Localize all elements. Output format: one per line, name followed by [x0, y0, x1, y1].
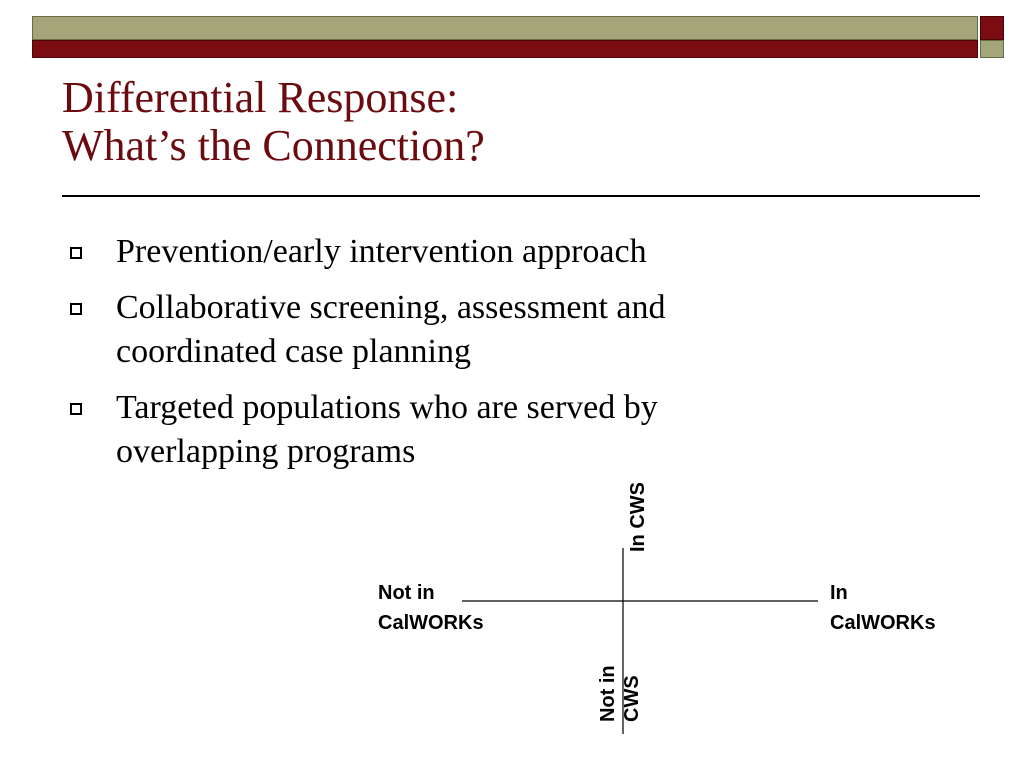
bullet-text: coordinated case planning [116, 333, 471, 370]
left-axis-label: Not in CalWORKs [378, 578, 484, 638]
bullet-text: overlapping programs [116, 433, 416, 470]
bullet-item: Collaborative screening, assessment and … [64, 286, 924, 374]
bullet-item: Prevention/early intervention approach [64, 230, 924, 274]
header-square-olive [980, 40, 1004, 58]
header-bar-olive [32, 16, 978, 40]
square-bullet-icon [70, 303, 82, 315]
header-bar-maroon [32, 40, 978, 58]
bullet-text: Collaborative screening, assessment and [116, 289, 666, 326]
bottom-label-line-2: CWS [621, 675, 643, 722]
left-label-line-1: Not in [378, 582, 435, 604]
top-axis-label: In CWS [627, 482, 649, 552]
title-line-2: What’s the Connection? [62, 121, 485, 170]
left-label-line-2: CalWORKs [378, 612, 484, 634]
slide-title: Differential Response: What’s the Connec… [62, 74, 962, 170]
right-axis-label: In CalWORKs [830, 578, 936, 638]
bullet-item: Targeted populations who are served by o… [64, 386, 924, 474]
bullet-list: Prevention/early intervention approach C… [64, 230, 924, 486]
title-divider [62, 195, 980, 197]
header-square-maroon [980, 16, 1004, 40]
square-bullet-icon [70, 403, 82, 415]
right-label-line-2: CalWORKs [830, 612, 936, 634]
bullet-text: Prevention/early intervention approach [116, 233, 647, 270]
title-line-1: Differential Response: [62, 73, 459, 122]
bottom-axis-label: Not in CWS [596, 665, 644, 722]
bottom-label-line-1: Not in [597, 665, 619, 722]
bullet-text: Targeted populations who are served by [116, 389, 658, 426]
square-bullet-icon [70, 247, 82, 259]
right-label-line-1: In [830, 582, 848, 604]
